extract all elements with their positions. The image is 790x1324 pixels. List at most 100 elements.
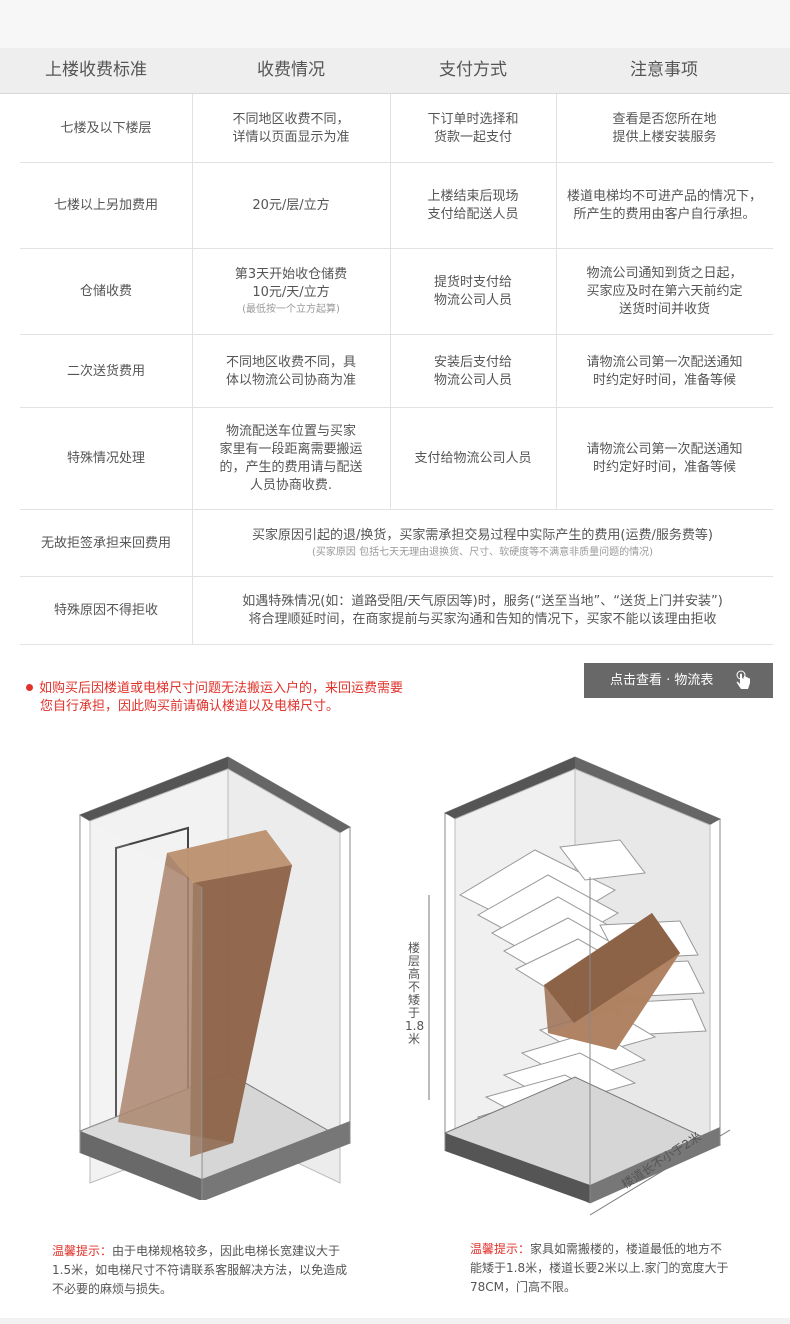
table-cell-fee: 不同地区收费不同，具体以物流公司协商为准 — [192, 335, 390, 408]
table-cell-notes-line: 楼道电梯均不可进产品的情况下， — [566, 189, 762, 204]
stairs-tip-line-2: 能矮于1.8米，楼道长要2米以上.家门的宽度大于 — [470, 1261, 729, 1275]
table-cell-standard-text: 仓储收费 — [79, 284, 132, 299]
view-logistics-label: 点击查看 · 物流表 — [610, 673, 714, 688]
table-cell-merged-line: 买家原因引起的退/换货，买家需承担交易过程中实际产生的费用(运费/服务费等) — [252, 527, 713, 543]
table-cell-payment: 安装后支付给物流公司人员 — [390, 335, 556, 408]
table-cell-standard: 二次送货费用 — [20, 335, 192, 408]
table-cell-standard-text: 二次送货费用 — [66, 363, 145, 379]
table-cell-standard-text: 七楼及以下楼层 — [60, 120, 152, 136]
notice-line-1: 如购买后因楼道或电梯尺寸问题无法搬运入户的，来回运费需要 — [39, 681, 404, 696]
elevator-diagram — [78, 756, 352, 1200]
table-cell-payment: 下订单时选择和货款一起支付 — [390, 94, 556, 163]
stairs-tip-label: 温馨提示： — [470, 1242, 531, 1256]
column-divider — [192, 249, 193, 334]
table-cell-notes-line: 时约定好时间，准备等候 — [592, 460, 736, 475]
table-cell-payment-line: 支付给配送人员 — [427, 207, 519, 222]
table-cell-fee-line: 详情以页面显示为准 — [232, 129, 350, 145]
table-cell-payment-line: 物流公司人员 — [433, 372, 512, 388]
stair-height-label: 楼层高不矮于1.8米 — [405, 941, 425, 1046]
stairs-tip: 温馨提示：家具如需搬楼的，楼道最低的地方不 能矮于1.8米，楼道长要2米以上.家… — [470, 1240, 770, 1297]
table-cell-notes: 查看是否您所在地提供上楼安装服务 — [556, 94, 773, 163]
table-cell-notes-line: 查看是否您所在地 — [612, 111, 717, 127]
column-divider — [390, 163, 391, 248]
stairs-tip-line-1: 家具如需搬楼的，楼道最低的地方不 — [530, 1242, 723, 1256]
table-cell-fee-line: 不同地区收费不同，具 — [225, 354, 356, 370]
row-divider — [20, 576, 773, 577]
column-divider — [192, 510, 193, 576]
table-cell-standard-text: 特殊原因不得拒收 — [53, 603, 158, 618]
table-cell-standard: 仓储收费 — [20, 249, 192, 335]
column-divider — [192, 577, 193, 644]
table-cell-fee: 不同地区收费不同， 详情以页面显示为准 — [192, 94, 390, 163]
table-cell-fee-line: 的，产生的费用请与配送 — [219, 460, 363, 475]
table-cell-fee-line: 物流配送车位置与买家 — [225, 424, 356, 439]
table-cell-payment-line: 物流公司人员 — [433, 293, 512, 308]
table-cell-standard-text: 无故拒签承担来回费用 — [40, 535, 171, 551]
header-standard: 上楼收费标准 — [45, 60, 147, 80]
table-cell-merged: 如遇特殊情况(如：道路受阻/天气原因等)时，服务(“送至当地”、“送货上门并安装… — [192, 577, 773, 645]
row-divider — [20, 334, 773, 335]
table-cell-fee: 第3天开始收仓储费 10元/天/立方 (最低按一个立方起算) — [192, 249, 390, 335]
column-divider — [390, 94, 391, 162]
table-cell-notes: 物流公司通知到货之日起， 买家应及时在第六天前约定送货时间并收货 — [556, 249, 773, 335]
table-cell-payment-line: 货款一起支付 — [433, 129, 512, 145]
table-cell-fee: 物流配送车位置与买家家里有一段距离需要搬运的，产生的费用请与配送人员协商收费. — [192, 408, 390, 510]
table-cell-standard: 七楼及以下楼层 — [20, 94, 192, 163]
table-cell-merged: 买家原因引起的退/换货，买家需承担交易过程中实际产生的费用(运费/服务费等)(买… — [192, 510, 773, 577]
table-cell-merged-line: 将合理顺延时间，在商家提前与买家沟通和告知的情况下，买家不能以该理由拒收 — [248, 612, 717, 627]
table-cell-payment-line: 下订单时选择和 — [427, 111, 519, 127]
elevator-tip-line-2: 1.5米，如电梯尺寸不符请联系客服解决方法，以免造成 — [52, 1263, 348, 1277]
table-cell-payment-line: 提货时支付给 — [433, 275, 512, 290]
table-cell-notes-line: 请物流公司第一次配送通知 — [586, 354, 743, 370]
table-cell-fee-line: 人员协商收费. — [249, 478, 333, 493]
table-cell-notes-line: 送货时间并收货 — [618, 302, 710, 317]
column-divider — [192, 94, 193, 162]
table-cell-fee-note: (最低按一个立方起算) — [242, 304, 340, 315]
row-divider — [20, 162, 773, 163]
red-dot-icon — [26, 684, 33, 691]
row-divider — [20, 509, 773, 510]
table-cell-notes-line: 请物流公司第一次配送通知 — [586, 442, 743, 457]
table-cell-payment: 支付给物流公司人员 — [390, 408, 556, 510]
height-measure-line — [428, 895, 430, 1100]
table-cell-fee-line: 家里有一段距离需要搬运 — [219, 442, 363, 457]
row-divider — [20, 248, 773, 249]
table-cell-standard: 无故拒签承担来回费用 — [20, 510, 192, 577]
staircase-diagram — [443, 756, 722, 1204]
header-notes: 注意事项 — [630, 60, 698, 80]
table-cell-notes-line: 提供上楼安装服务 — [612, 129, 717, 145]
table-cell-payment: 上楼结束后现场支付给配送人员 — [390, 163, 556, 249]
row-divider — [20, 644, 773, 645]
column-divider — [556, 94, 557, 162]
table-cell-fee-line: 10元/天/立方 — [252, 285, 330, 300]
column-divider — [390, 249, 391, 334]
stairs-tip-line-3: 78CM，门高不限。 — [470, 1280, 577, 1294]
column-divider — [390, 335, 391, 407]
table-cell-notes-line: 时约定好时间，准备等候 — [592, 372, 736, 388]
table-cell-notes-line: 物流公司通知到货之日起， — [586, 266, 743, 281]
table-cell-notes-line: 买家应及时在第六天前约定 — [586, 284, 743, 299]
column-divider — [192, 408, 193, 509]
table-cell-standard: 特殊情况处理 — [20, 408, 192, 510]
table-cell-standard: 特殊原因不得拒收 — [20, 577, 192, 645]
top-strip — [0, 0, 790, 48]
table-cell-payment-line: 上楼结束后现场 — [427, 189, 519, 204]
column-divider — [192, 163, 193, 248]
table-cell-standard-text: 特殊情况处理 — [66, 451, 145, 466]
view-logistics-button[interactable]: 点击查看 · 物流表 — [584, 663, 773, 698]
table-cell-payment-line: 支付给物流公司人员 — [414, 451, 532, 466]
bottom-strip — [0, 1318, 790, 1324]
table-cell-fee-line: 20元/层/立方 — [252, 198, 330, 213]
header-fee: 收费情况 — [257, 60, 325, 80]
table-cell-fee: 20元/层/立方 — [192, 163, 390, 249]
table-cell-fee-line: 不同地区收费不同， — [232, 111, 350, 127]
length-measure-line — [589, 1129, 731, 1216]
column-divider — [390, 408, 391, 509]
table-cell-notes: 楼道电梯均不可进产品的情况下， 所产生的费用由客户自行承担。 — [556, 163, 773, 249]
table-cell-notes-line: 所产生的费用由客户自行承担。 — [573, 207, 756, 222]
column-divider — [556, 249, 557, 334]
table-header: 上楼收费标准 收费情况 支付方式 注意事项 — [0, 48, 790, 94]
column-divider — [556, 163, 557, 248]
hand-pointer-icon — [736, 670, 750, 689]
table-cell-fee-line: 第3天开始收仓储费 — [234, 267, 348, 282]
